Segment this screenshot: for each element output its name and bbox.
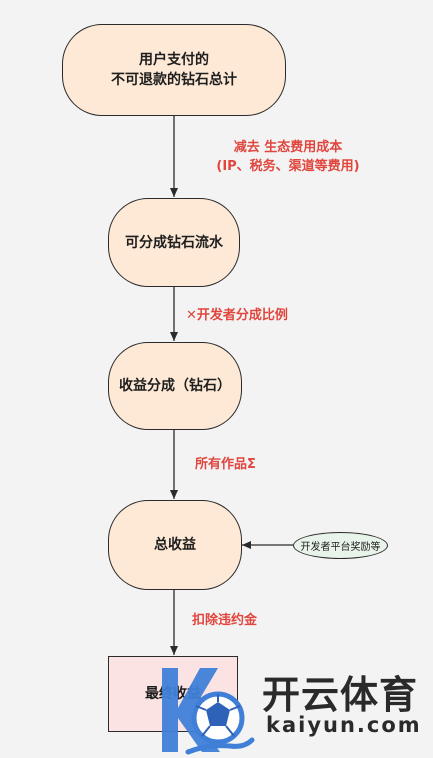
edge-label-deduct-penalty: 扣除违约金 (192, 611, 257, 630)
edge-label-deduct-penalty-text: 扣除违约金 (192, 613, 258, 628)
node-total-diamonds-line2: 不可退款的钻石总计 (111, 72, 237, 88)
edge-label-multiply-ratio-text: ✕开发者分成比例 (186, 308, 288, 323)
edge-label-deduct-costs: 减去 生态费用成本 (IP、税务、渠道等费用) (190, 138, 386, 176)
node-total-diamonds-line1: 用户支付的 (139, 52, 209, 68)
node-revenue-share: 收益分成（钻石） (108, 342, 242, 430)
watermark-brand-en: kaiyun.com (266, 713, 422, 737)
node-total-revenue: 总收益 (108, 500, 242, 590)
edge-label-sum-works-text: 所有作品Σ (195, 457, 256, 472)
edge-label-deduct-costs-line2: (IP、税务、渠道等费用) (216, 159, 360, 174)
node-platform-rewards: 开发者平台奖励等 (293, 532, 388, 559)
node-total-revenue-label: 总收益 (154, 537, 196, 553)
node-total-diamonds: 用户支付的 不可退款的钻石总计 (62, 24, 286, 116)
watermark-logo (162, 668, 255, 755)
edge-label-sum-works: 所有作品Σ (195, 455, 256, 474)
node-revenue-share-label: 收益分成（钻石） (119, 378, 231, 394)
edge-label-deduct-costs-line1: 减去 生态费用成本 (233, 140, 343, 155)
node-platform-rewards-label: 开发者平台奖励等 (300, 542, 381, 553)
watermark-brand-cn: 开云体育 (262, 673, 419, 717)
node-divisible-flow-label: 可分成钻石流水 (125, 234, 223, 251)
node-divisible-flow: 可分成钻石流水 (108, 198, 240, 287)
edge-label-multiply-ratio: ✕开发者分成比例 (186, 306, 288, 325)
